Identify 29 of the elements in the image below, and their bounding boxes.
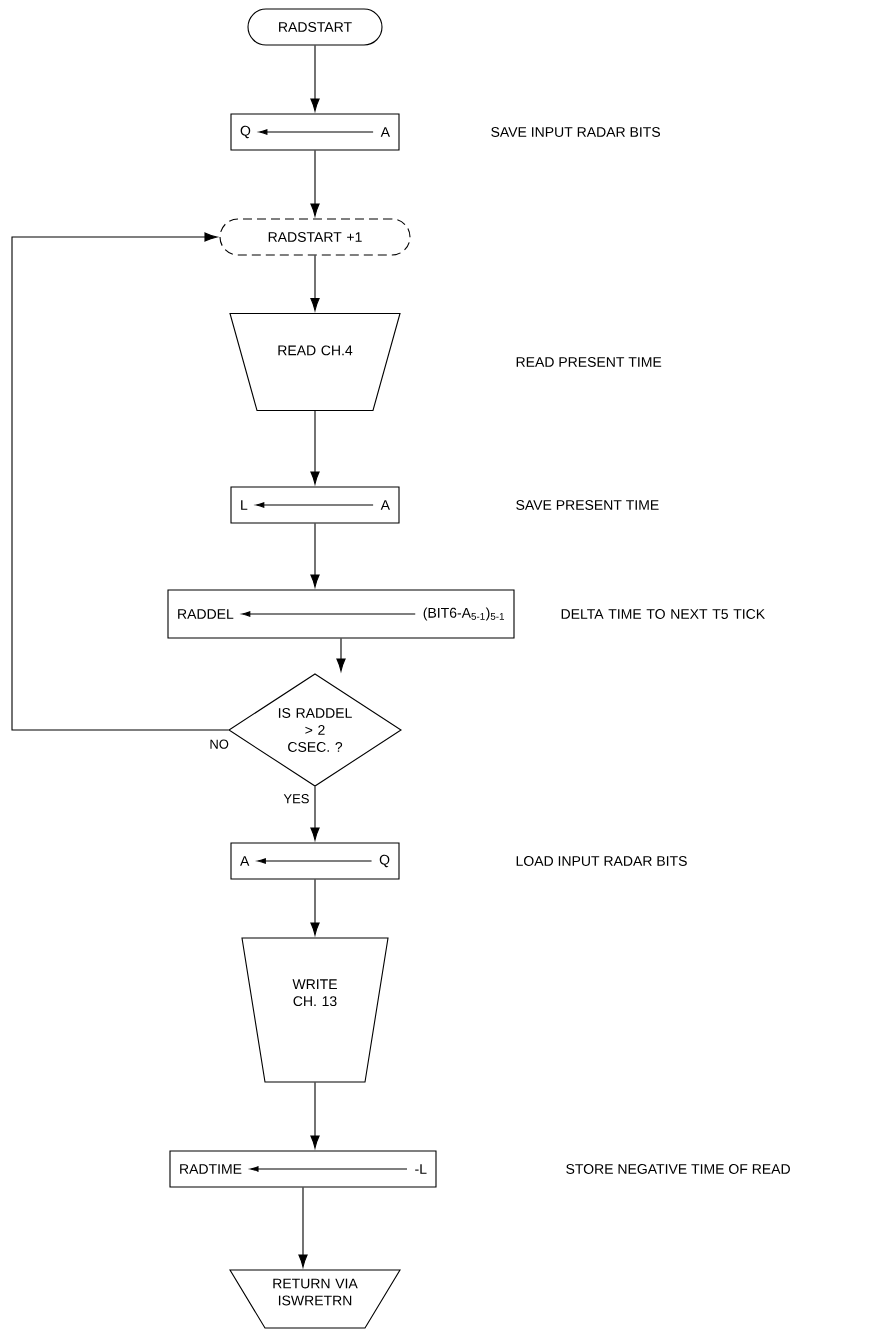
terminal-box: RADSTART +1 xyxy=(219,218,411,256)
edge-label: NO xyxy=(210,739,229,749)
io-trapezoid: RETURN VIA ISWRETRN xyxy=(229,1269,401,1329)
process-box: A Q xyxy=(230,842,400,880)
process-box: RADDEL (BIT6-A$_{5-1}$)$_{5-1}$ xyxy=(167,589,515,639)
arrow xyxy=(310,45,320,112)
io-trapezoid: READ CH.4 xyxy=(229,312,401,412)
arrow xyxy=(310,410,320,485)
arrow xyxy=(336,638,346,672)
terminal-box: RADSTART xyxy=(247,8,383,46)
arrow xyxy=(11,232,229,731)
annotation: STORE NEGATIVE TIME OF READ xyxy=(566,1164,790,1174)
process-box: L A xyxy=(230,486,400,524)
arrow xyxy=(310,879,320,936)
edge-label: YES xyxy=(283,794,309,804)
arrow xyxy=(310,1082,320,1149)
process-box: RADTIME -L xyxy=(169,1150,437,1188)
arrow xyxy=(310,255,320,311)
annotation: SAVE INPUT RADAR BITS xyxy=(491,127,660,137)
annotation: SAVE PRESENT TIME xyxy=(516,500,659,510)
arrow xyxy=(310,150,320,217)
annotation: DELTA TIME TO NEXT T5 TICK xyxy=(561,609,765,619)
annotation: LOAD INPUT RADAR BITS xyxy=(516,856,687,866)
io-trapezoid: WRITE CH. 13 xyxy=(241,937,389,1083)
annotation: READ PRESENT TIME xyxy=(516,357,662,367)
process-box: Q A xyxy=(230,113,400,151)
arrow xyxy=(310,523,320,588)
arrow xyxy=(310,786,320,841)
arrow xyxy=(298,1187,308,1268)
